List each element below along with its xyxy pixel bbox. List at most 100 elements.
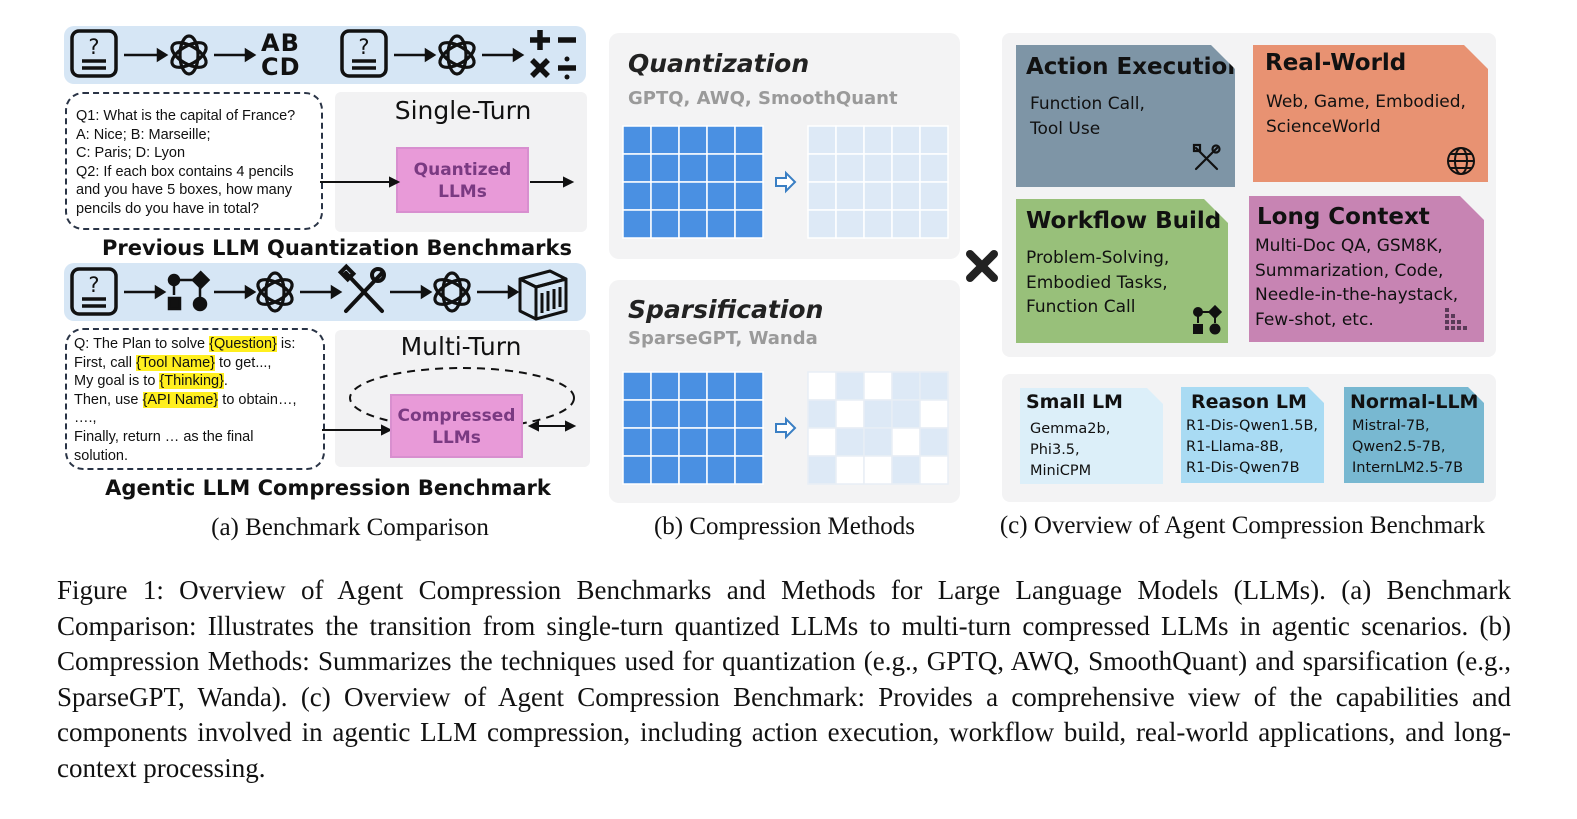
weight-cell: [919, 181, 949, 211]
sparsification-title: Sparsification: [628, 295, 824, 324]
model-group-list: R1-Dis-Qwen1.5B, R1-Llama-8B, R1-Dis-Qwe…: [1186, 418, 1319, 476]
panel-b-subcaption: (b) Compression Methods: [653, 513, 916, 540]
tools-icon: [1192, 143, 1222, 173]
weight-cell: [706, 427, 736, 457]
arrow-icon: [300, 284, 343, 300]
weight-cell: [891, 455, 921, 485]
card-title: Long Context: [1257, 204, 1430, 230]
action-execution-card: Action Execution Function Call, Tool Use: [1016, 45, 1235, 187]
weight-cell: [835, 427, 865, 457]
openai-icon: [438, 34, 476, 76]
model-group-title: Reason LM: [1191, 391, 1307, 413]
weight-cell: [706, 181, 736, 211]
multi-turn-label: Multi-Turn: [400, 332, 522, 361]
weight-cell: [919, 209, 949, 239]
model-group-title: Normal-LLM: [1350, 391, 1479, 413]
normal-llm-card: Normal-LLM Mistral-7B, Qwen2.5-7B, Inter…: [1344, 387, 1484, 483]
weight-cell: [622, 427, 652, 457]
arrow-icon: [477, 284, 520, 300]
weight-cell: [706, 153, 736, 183]
math-operators-icon: [530, 30, 576, 80]
openai-icon: [433, 271, 471, 313]
card-body: Function Call, Tool Use: [1030, 94, 1145, 139]
quantization-grids: [622, 125, 949, 239]
weight-cell: [863, 153, 893, 183]
card-title: Workflow Build: [1026, 208, 1222, 234]
figure-caption: Figure 1: Overview of Agent Compression …: [57, 575, 1511, 783]
weight-cell: [650, 371, 680, 401]
weight-cell: [807, 125, 837, 155]
weight-cell: [734, 153, 764, 183]
weight-cell: [807, 153, 837, 183]
weight-cell: [678, 455, 708, 485]
tools-icon: [337, 263, 386, 313]
weight-cell: [622, 371, 652, 401]
weight-cell: [891, 125, 921, 155]
weight-cell: [835, 209, 865, 239]
weight-cell: [835, 125, 865, 155]
plan-line: Q: The Plan to solve {Question} is:: [74, 336, 296, 352]
weight-cell: [807, 455, 837, 485]
card-body: Web, Game, Embodied, ScienceWorld: [1266, 92, 1466, 137]
weight-cell: [919, 399, 949, 429]
single-turn-question-box: [65, 92, 323, 230]
multi-turn-loop: [322, 367, 577, 436]
weight-cell: [678, 399, 708, 429]
weight-cell: [622, 399, 652, 429]
question-icon: [340, 29, 388, 78]
question-line: Q2: If each box contains 4 pencils: [76, 163, 294, 180]
question-icon: [70, 29, 118, 78]
workflow-build-card: Workflow Build Problem-Solving, Embodied…: [1016, 199, 1228, 343]
weight-cell: [919, 125, 949, 155]
weight-cell: [863, 399, 893, 429]
arrow-icon: [775, 416, 797, 440]
single-turn-label: Single-Turn: [394, 96, 532, 125]
tool-name-placeholder: {Tool Name}: [136, 354, 216, 371]
model-group-list: Mistral-7B, Qwen2.5-7B, InternLM2.5-7B: [1352, 418, 1464, 476]
weight-cell: [734, 371, 764, 401]
plan-line: ….,: [74, 410, 97, 427]
arrow-icon: [390, 284, 433, 300]
panel-a: ? ? AB CD Q1: What i: [0, 0, 600, 550]
weight-cell: [863, 209, 893, 239]
sparsification-grids: [622, 371, 949, 485]
weight-cell: [734, 455, 764, 485]
quantization-methods: GPTQ, AWQ, SmoothQuant: [628, 88, 898, 109]
weight-cell: [891, 209, 921, 239]
small-lm-card: Small LM Gemma2b, Phi3.5, MiniCPM: [1020, 388, 1163, 484]
question-icon: [70, 267, 118, 316]
question-line: pencils do you have in total?: [76, 200, 259, 217]
strip2-icons: ?: [70, 263, 568, 321]
arrow-icon: [214, 47, 257, 63]
multiply-icon: [966, 250, 998, 282]
weight-cell: [622, 455, 652, 485]
weight-cell: [706, 371, 736, 401]
question-line: A: Nice; B: Marseille;: [76, 126, 211, 143]
weight-cell: [650, 181, 680, 211]
weight-cell: [807, 209, 837, 239]
weight-cell: [807, 181, 837, 211]
long-context-card: Long Context Multi-Doc QA, GSM8K, Summar…: [1249, 196, 1484, 342]
weight-cell: [706, 125, 736, 155]
panel-a-subcaption: (a) Benchmark Comparison: [211, 514, 489, 541]
weight-cell: [891, 181, 921, 211]
plan-line: First, call {Tool Name} to get...,: [74, 354, 272, 371]
package-icon: [518, 269, 568, 321]
weight-cell: [863, 125, 893, 155]
weight-cell: [835, 399, 865, 429]
weight-cell: [835, 455, 865, 485]
weight-cell: [863, 455, 893, 485]
multi-turn-plan-text: Q: The Plan to solve {Question} is: Firs…: [74, 335, 324, 465]
workflow-icon: [1191, 305, 1223, 337]
card-body: Problem-Solving, Embodied Tasks, Functio…: [1026, 248, 1170, 317]
svg-text:?: ?: [88, 273, 99, 297]
weight-cell: [678, 125, 708, 155]
weight-cell: [650, 153, 680, 183]
weight-cell: [891, 153, 921, 183]
weight-cell: [891, 371, 921, 401]
question-line: Q1: What is the capital of France?: [76, 108, 296, 124]
weight-cell: [706, 455, 736, 485]
single-turn-question-text: Q1: What is the capital of France? A: Ni…: [76, 107, 326, 219]
openai-icon: [170, 34, 208, 76]
weight-cell: [650, 209, 680, 239]
